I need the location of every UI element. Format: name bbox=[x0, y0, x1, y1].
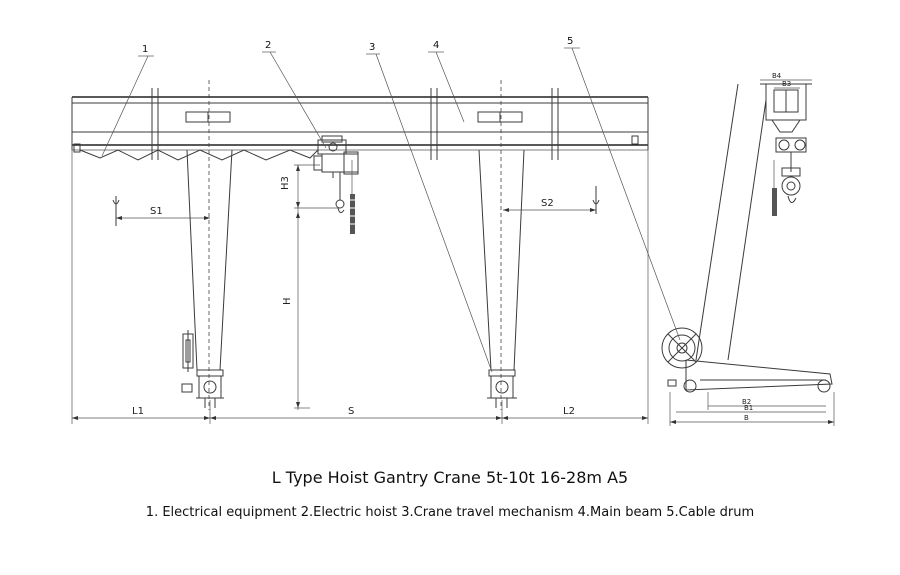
cable-festoon bbox=[79, 149, 319, 161]
callout-3: 3 bbox=[369, 42, 375, 53]
callout-5: 5 bbox=[567, 36, 573, 47]
dim-l2-label: L2 bbox=[563, 406, 575, 417]
callout-4: 4 bbox=[433, 40, 439, 51]
right-leg bbox=[478, 80, 525, 410]
left-leg bbox=[181, 80, 233, 410]
diagram-legend: 1. Electrical equipment 2.Electric hoist… bbox=[145, 505, 755, 520]
right-hook-s2 bbox=[503, 186, 600, 214]
dim-b2-label: B2 bbox=[742, 398, 751, 406]
callout-2: 2 bbox=[265, 40, 271, 51]
callout-leaders bbox=[101, 47, 681, 373]
span-dimension bbox=[71, 150, 649, 424]
dim-h-label: H bbox=[282, 297, 293, 305]
dim-b4-label: B4 bbox=[772, 72, 782, 80]
electric-hoist bbox=[313, 135, 359, 234]
dim-s2-label: S2 bbox=[541, 198, 554, 209]
dim-b1-label: B1 bbox=[744, 404, 753, 412]
diagram-title: L Type Hoist Gantry Crane 5t-10t 16-28m … bbox=[271, 468, 629, 487]
dim-s1-label: S1 bbox=[150, 206, 163, 217]
dim-l1-label: L1 bbox=[132, 406, 144, 417]
dim-b-label: B bbox=[744, 414, 749, 422]
dim-b3-label: B3 bbox=[782, 80, 791, 88]
left-hook-s1 bbox=[112, 196, 210, 226]
dim-s-label: S bbox=[348, 406, 354, 417]
callout-1: 1 bbox=[142, 44, 148, 55]
dim-h3-label: H3 bbox=[280, 176, 291, 190]
main-beam bbox=[71, 88, 649, 160]
side-view-frame bbox=[661, 79, 835, 426]
height-dimensions bbox=[294, 164, 340, 410]
